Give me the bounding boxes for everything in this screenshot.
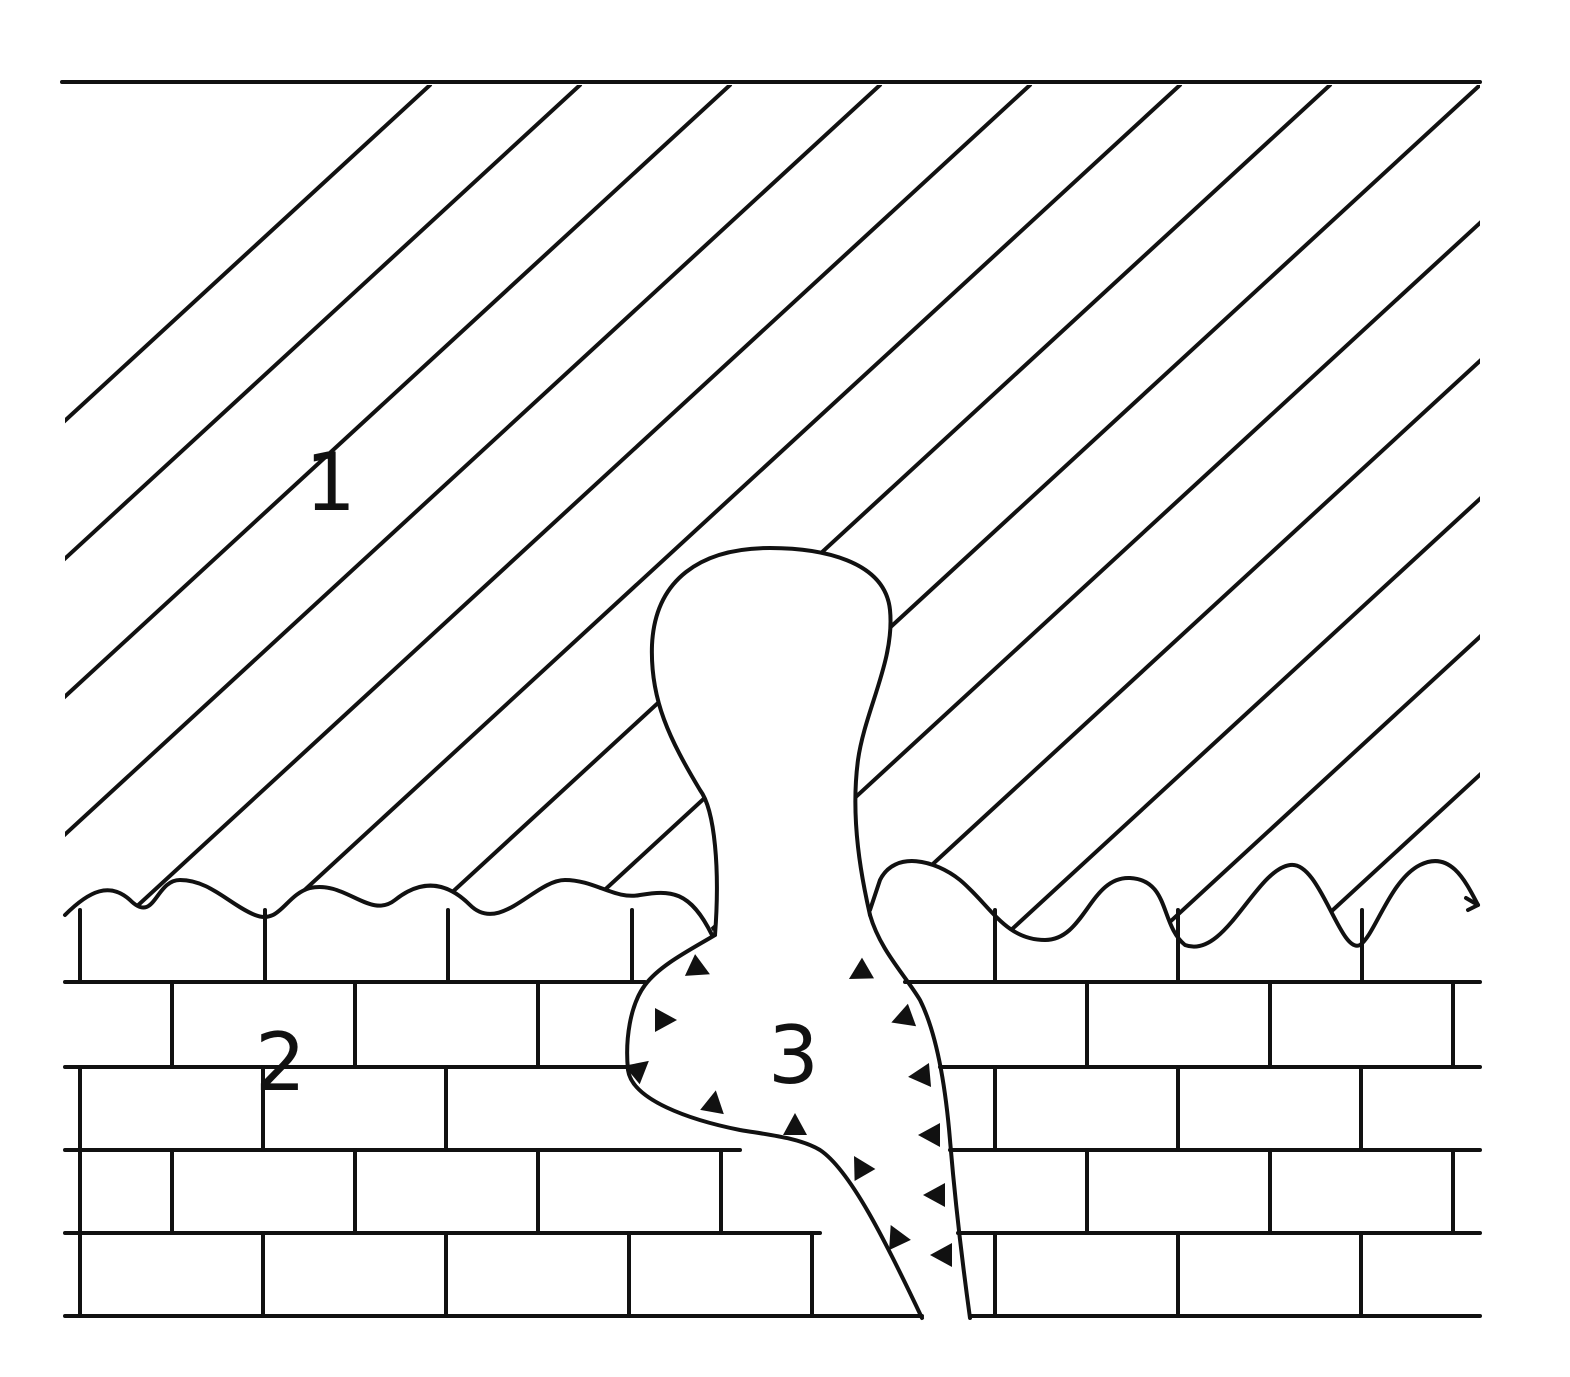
label-layer-1: 1 <box>305 436 356 529</box>
hatch-line <box>65 85 1332 947</box>
hatch-line <box>648 85 1480 947</box>
hatch-line <box>1398 85 1480 947</box>
hatch-line <box>65 85 1480 947</box>
intrusion-body-outline <box>649 546 893 937</box>
contact-tooth <box>908 1063 932 1087</box>
hatch-line <box>65 85 1032 947</box>
hatch-line <box>65 85 882 947</box>
contact-tooth <box>783 1113 807 1135</box>
hatch-line <box>1248 85 1480 947</box>
contact-tooth <box>624 1060 649 1085</box>
hatch-line <box>948 85 1480 947</box>
hatch-line <box>198 85 1480 947</box>
contact-tooth <box>891 1003 917 1027</box>
contact-tooth <box>918 1123 940 1147</box>
hatch-line <box>65 85 732 947</box>
contact-tooth <box>655 1008 677 1032</box>
hatch-line <box>348 85 1480 947</box>
contact-tooth <box>700 1090 724 1115</box>
hatch-line <box>1098 85 1480 947</box>
contact-tooth <box>889 1225 911 1251</box>
contact-tooth <box>923 1183 945 1207</box>
hatch-line <box>65 85 1182 947</box>
contact-tooth <box>854 1155 876 1181</box>
hatch-line <box>65 85 432 947</box>
contact-tooth <box>848 957 874 979</box>
label-body-3: 3 <box>768 1009 819 1102</box>
contact-tooth <box>930 1243 952 1267</box>
layer-2-bricks <box>63 908 1482 1318</box>
layer-1-hatch <box>65 85 1570 1377</box>
hatch-line <box>65 85 582 947</box>
label-layer-2: 2 <box>255 1016 306 1109</box>
intrusion-right-contact <box>868 913 972 1320</box>
contact-metamorphism-marks <box>624 954 952 1267</box>
hatch-line <box>1550 85 1570 1377</box>
wavy-end-arrow <box>1464 896 1480 912</box>
unconformity-wavy-line-right <box>868 859 1480 949</box>
intrusion-left-contact <box>625 933 924 1320</box>
unconformity-wavy-line <box>63 878 714 937</box>
hatch-line <box>498 85 1480 947</box>
contact-tooth <box>684 954 710 976</box>
